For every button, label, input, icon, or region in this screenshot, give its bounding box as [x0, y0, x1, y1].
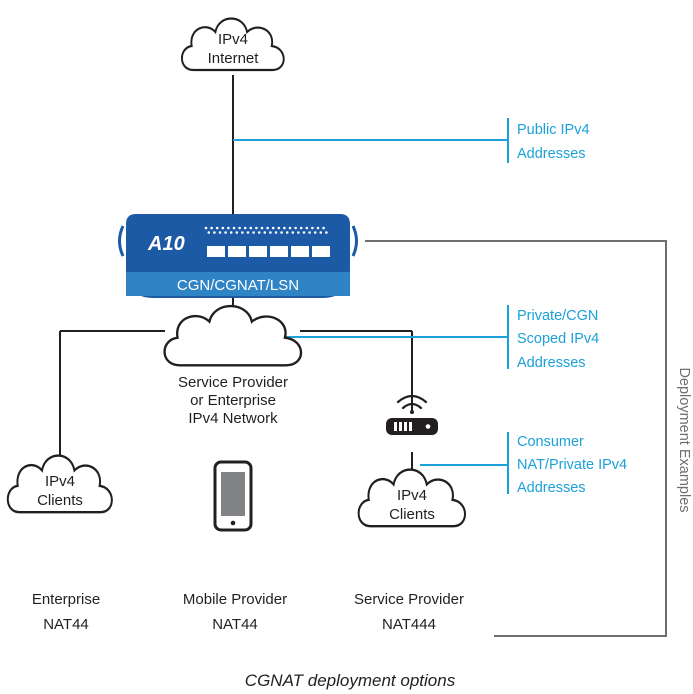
cgn-appliance: A10 CGN/CGNAT/LSN — [118, 214, 358, 298]
annotation-consumer-1: Consumer — [517, 434, 584, 450]
annotation-public-1: Public IPv4 — [517, 122, 590, 138]
internet-cloud: IPv4 Internet — [180, 17, 285, 72]
annotation-private: Private/CGN Scoped IPv4 Addresses — [517, 308, 599, 371]
device-label: CGN/CGNAT/LSN — [177, 277, 299, 294]
annotation-private-2: Scoped IPv4 — [517, 331, 599, 347]
connection-lines — [59, 75, 413, 480]
network-cloud — [163, 304, 303, 367]
a10-logo: A10 — [147, 233, 185, 255]
internet-label-1: IPv4 — [218, 31, 248, 48]
figure-caption: CGNAT deployment options — [245, 671, 456, 690]
cloud-icon — [163, 304, 303, 367]
network-label-3: IPv4 Network — [188, 410, 278, 427]
wifi-icon — [396, 394, 428, 410]
clients-left-label-2: Clients — [37, 492, 83, 509]
device-vents — [204, 226, 328, 234]
router — [386, 394, 438, 435]
annotation-private-1: Private/CGN — [517, 308, 598, 324]
mobile-provider-type: NAT44 — [212, 616, 258, 633]
enterprise-label: Enterprise — [32, 591, 100, 608]
network-label-2: or Enterprise — [190, 392, 276, 409]
service-provider-label: Service Provider — [354, 591, 464, 608]
clients-left-label-1: IPv4 — [45, 473, 75, 490]
annotation-consumer-2: NAT/Private IPv4 — [517, 457, 627, 473]
annotation-consumer-3: Addresses — [517, 480, 586, 496]
mobile-provider-label: Mobile Provider — [183, 591, 287, 608]
annotation-consumer: Consumer NAT/Private IPv4 Addresses — [517, 434, 627, 496]
enterprise-type: NAT44 — [43, 616, 89, 633]
clients-right-label-1: IPv4 — [397, 487, 427, 504]
annotation-private-3: Addresses — [517, 355, 586, 371]
service-provider-type: NAT444 — [382, 616, 436, 633]
internet-label-2: Internet — [208, 50, 260, 67]
deployment-examples-label: Deployment Examples — [676, 367, 692, 512]
annotation-lines — [233, 118, 509, 494]
annotation-public: Public IPv4 Addresses — [517, 122, 590, 162]
clients-left-cloud: IPv4 Clients — [6, 454, 114, 514]
clients-right-label-2: Clients — [389, 506, 435, 523]
mobile-phone — [213, 460, 253, 532]
network-label-1: Service Provider — [178, 374, 288, 391]
clients-right-cloud: IPv4 Clients — [357, 468, 467, 528]
annotation-public-2: Addresses — [517, 146, 586, 162]
device-ports — [207, 246, 330, 257]
deployment-bracket — [365, 240, 667, 637]
